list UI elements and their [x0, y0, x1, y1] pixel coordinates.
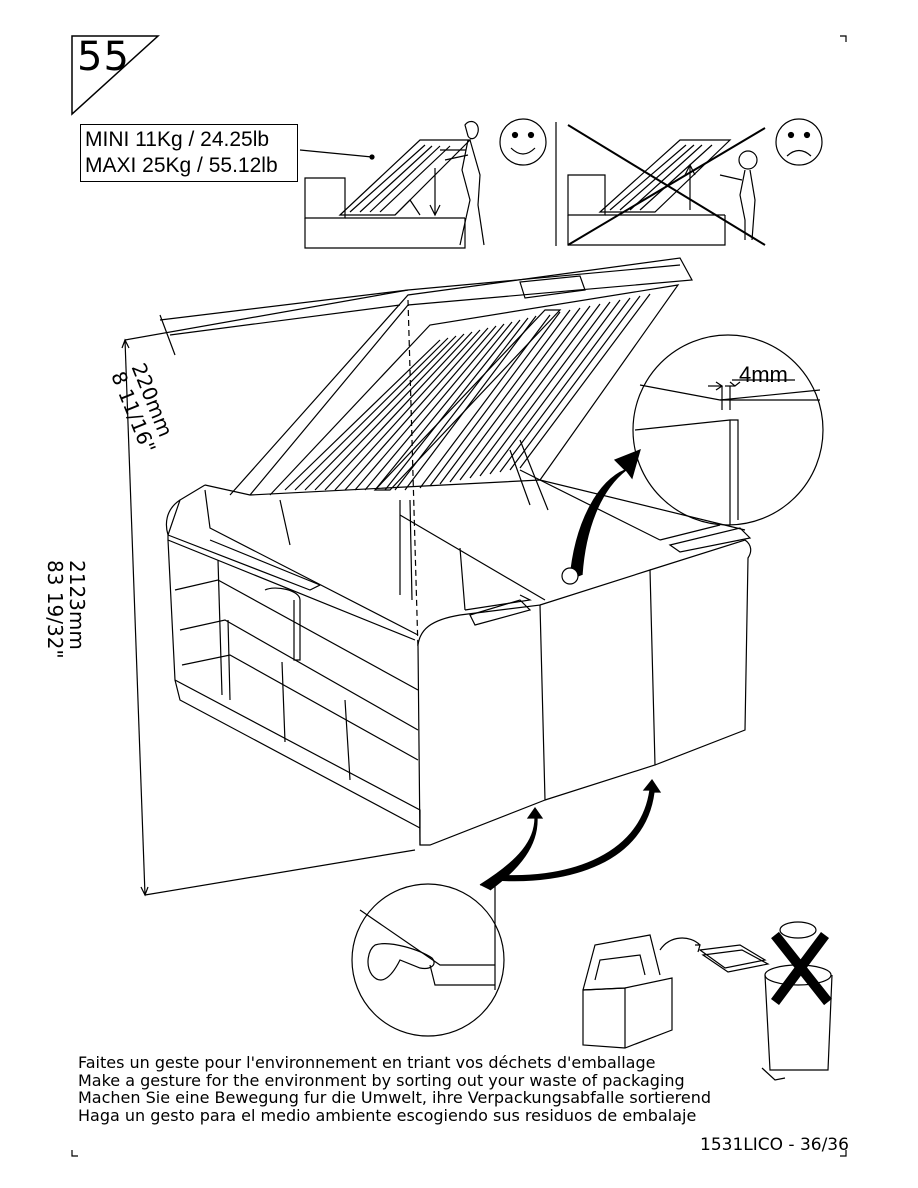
gap-detail: [561, 334, 824, 585]
hand-detail: [351, 778, 662, 1037]
gap-dimension: 4mm: [739, 362, 788, 387]
eco-line-es: Haga un gesto para el medio ambiente esc…: [78, 1105, 697, 1125]
eco-line-fr: Faites un geste pour l'environnement en …: [78, 1053, 656, 1072]
step-number: 55: [77, 34, 130, 80]
incorrect-usage-scene: [567, 124, 766, 246]
weight-maxi: MAXI 25Kg / 55.12lb: [85, 154, 278, 177]
smiley-face-icon: [499, 118, 547, 166]
height-in: 83 19/32": [43, 560, 67, 659]
correct-usage-scene: [299, 120, 485, 249]
height-mm: 2123mm: [65, 560, 89, 650]
recycle-box-icon: [582, 934, 770, 1049]
weight-mini: MINI 11Kg / 24.25lb: [85, 128, 270, 151]
page-reference: 1531LICO - 36/36: [700, 1135, 849, 1155]
height-dimension: 2123mm 83 19/32": [43, 560, 89, 659]
bed-drawing: [165, 257, 752, 846]
sad-face-icon: [775, 118, 823, 166]
eco-line-en: Make a gesture for the environment by so…: [78, 1070, 685, 1090]
weight-limits-box: MINI 11Kg / 24.25lb MAXI 25Kg / 55.12lb: [80, 124, 298, 182]
environment-message: Faites un geste pour l'environnement en …: [78, 1054, 711, 1124]
trash-bin-icon: [761, 921, 833, 1081]
eco-line-de: Machen Sie eine Bewegung fur die Umwelt,…: [78, 1088, 712, 1107]
